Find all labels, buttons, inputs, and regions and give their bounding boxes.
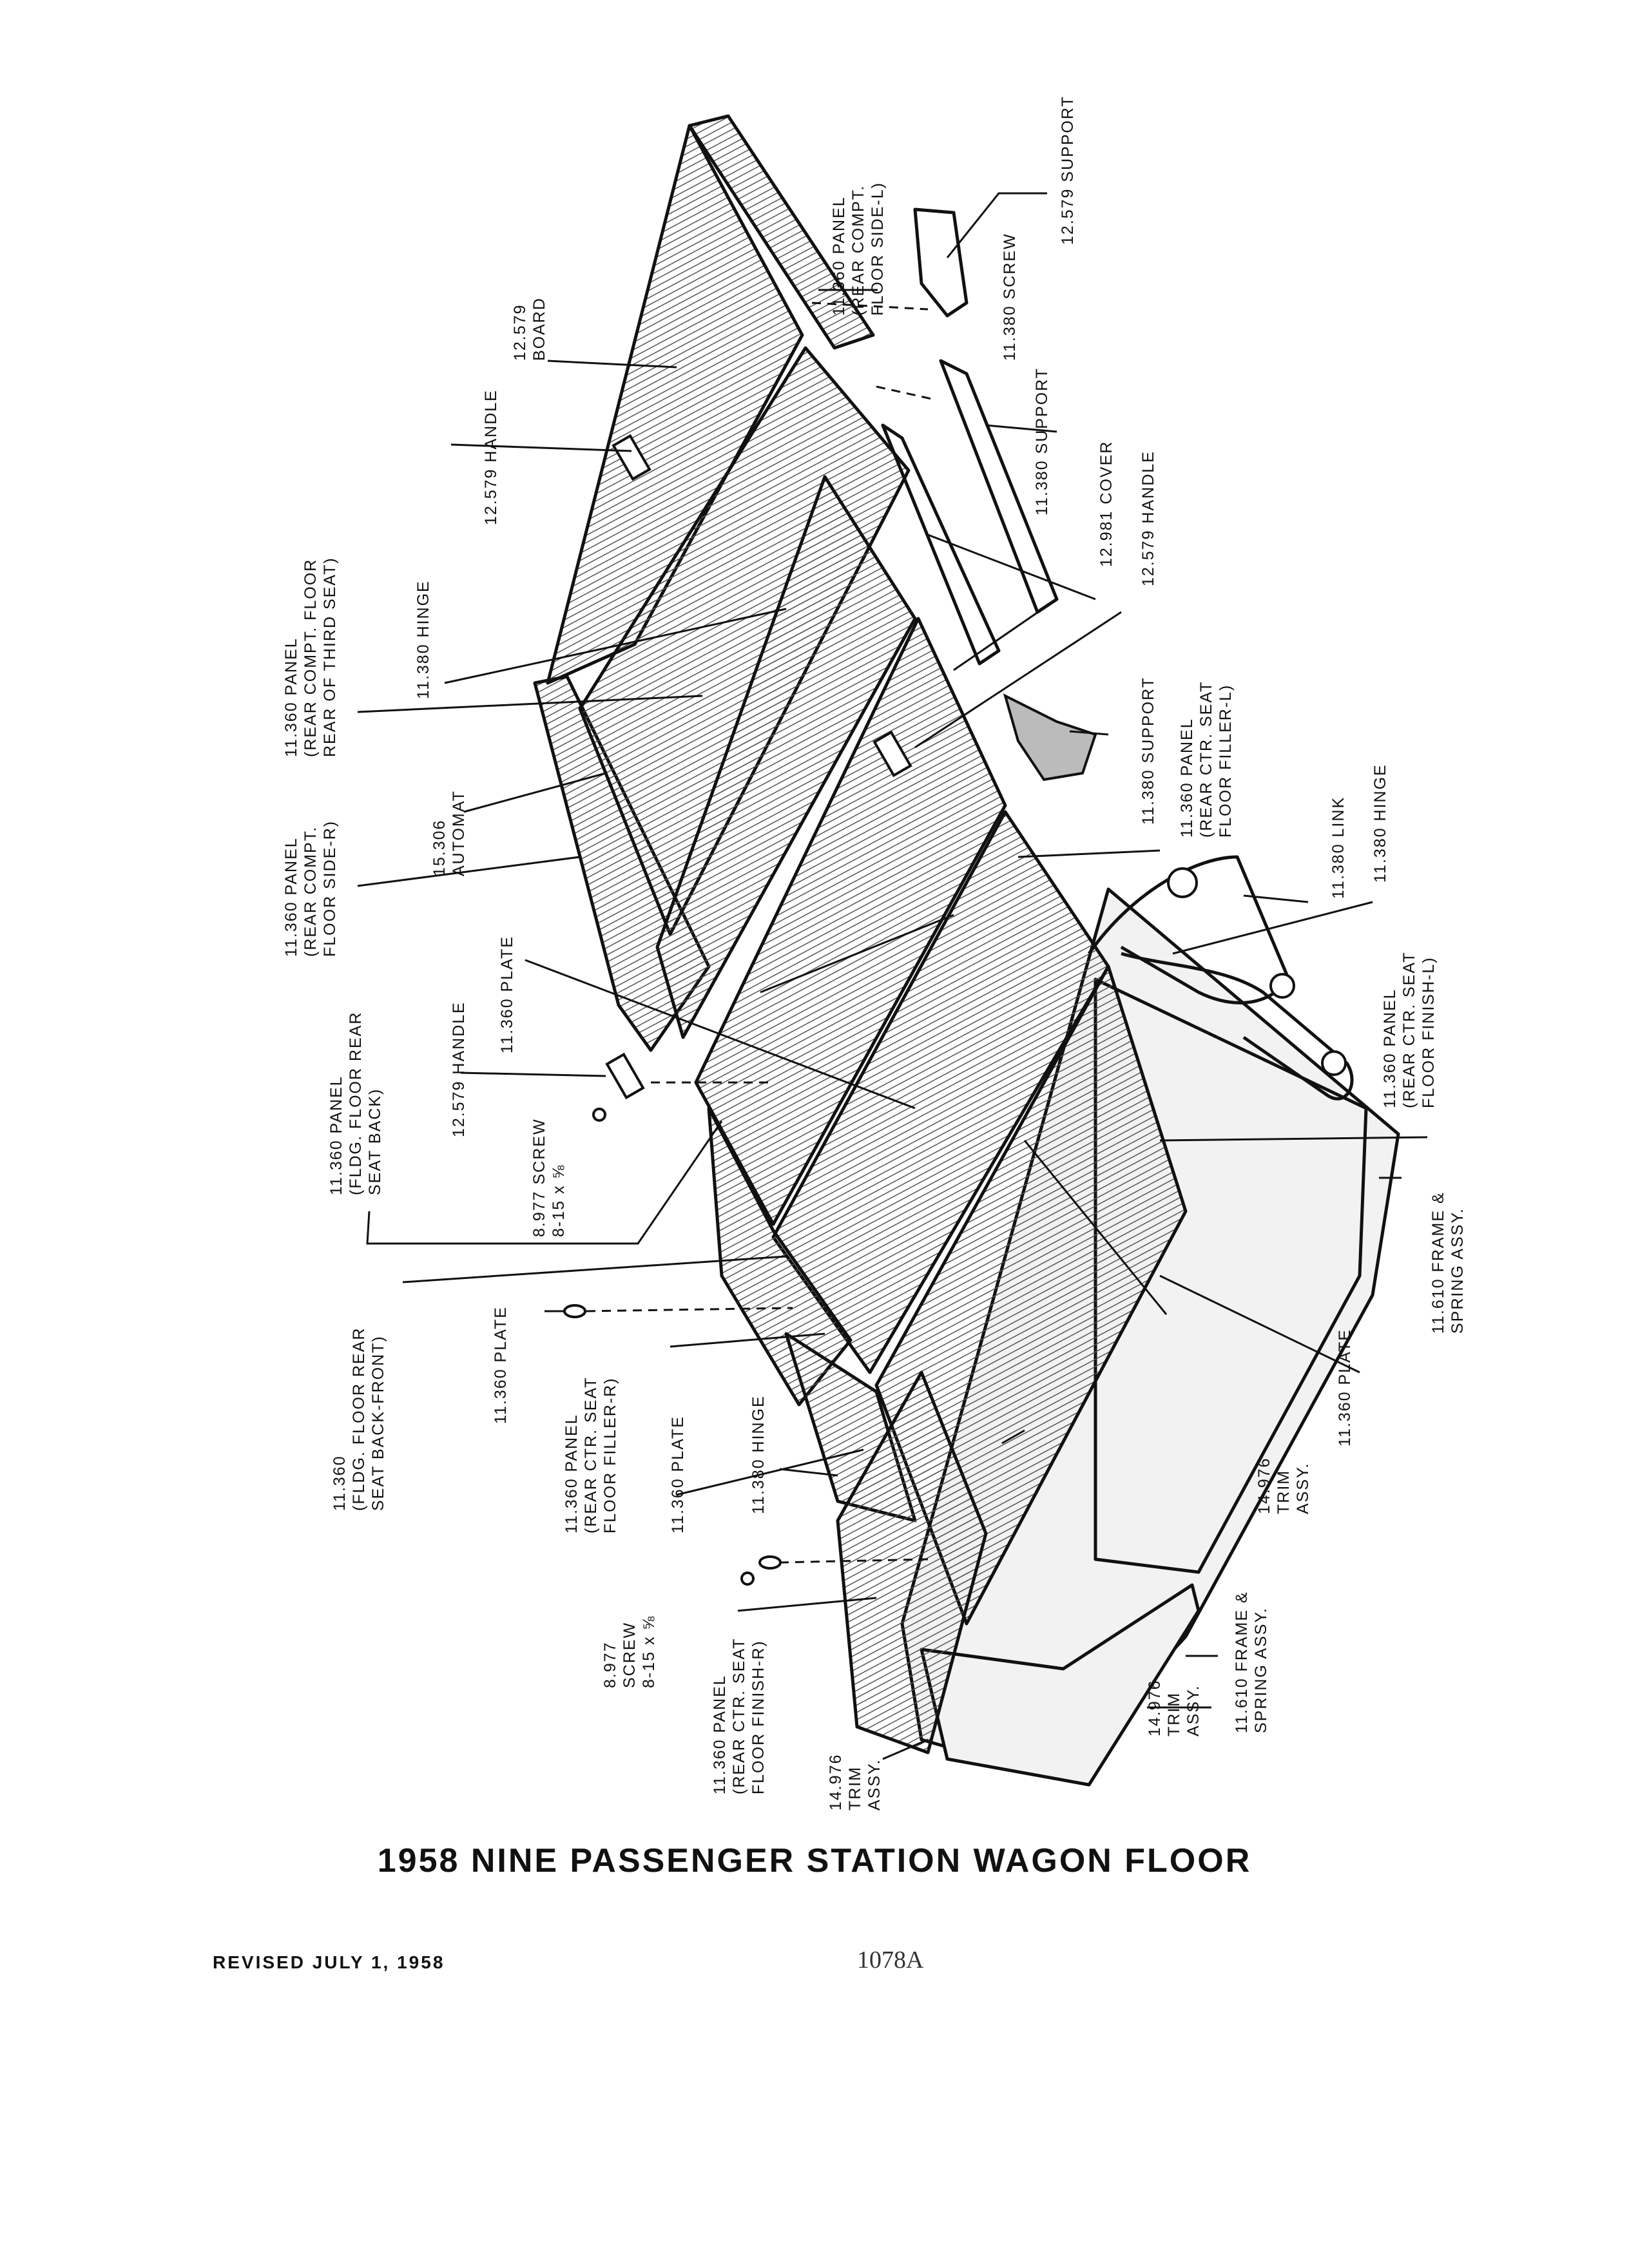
- svg-text:12.579 HANDLE: 12.579 HANDLE: [482, 389, 500, 525]
- svg-text:15.306 AUTOMAT: 15.306 AUTOMAT: [430, 790, 468, 876]
- callout-8977-screw-upper: 8.977 SCREW 8-15 x ⅝: [530, 1112, 568, 1237]
- callout-labels: 12.579 SUPPORT 11.360 PANEL (REAR COMPT.…: [282, 95, 1467, 1811]
- svg-text:11.360 PLATE: 11.360 PLATE: [669, 1416, 687, 1533]
- svg-text:11.360 PLATE: 11.360 PLATE: [498, 936, 516, 1053]
- floor-assembly-drawing: [533, 114, 1400, 1787]
- callout-8977-screw-lower: 8.977 SCREW 8-15 x ⅝: [601, 1615, 658, 1688]
- svg-text:8.977 SCREW 8-15 x ⅝: 8.977 SCREW 8-15 x ⅝: [530, 1112, 568, 1237]
- svg-text:14.976 TRIM AS: 14.976 TRIM ASSY.: [1146, 1674, 1202, 1736]
- callout-panel-fldg-floor-rear-seat-back: 11.360 PANEL (FLDG. FLOOR REAR SEAT BACK…: [327, 1006, 384, 1195]
- support-bracket-top: [913, 207, 969, 318]
- svg-text:11.380 SCREW: 11.380 SCREW: [1001, 233, 1019, 361]
- callout-15306-automat: 15.306 AUTOMAT: [430, 790, 468, 876]
- svg-text:11.360 PANEL (REAR CTR: 11.360 PANEL (REAR CTR. SEAT FLOOR FINIS…: [1381, 946, 1438, 1108]
- callout-panel-rear-ctr-seat-filler-r: 11.360 PANEL (REAR CTR. SEAT FLOOR FILLE…: [563, 1371, 619, 1533]
- page-number: 1078A: [857, 1946, 924, 1974]
- callout-12579-support: 12.579 SUPPORT: [1059, 95, 1077, 245]
- hinge-link-arm-lower: [1121, 952, 1354, 1100]
- trim-assy-lower: [920, 1583, 1200, 1787]
- callout-14976-trim-assy-lower-left: 14.976 TRIM ASSY.: [827, 1748, 883, 1811]
- callout-14976-trim-assy-center: 14.976 TRIM ASSY.: [1255, 1452, 1312, 1514]
- leader-lines: [357, 192, 1428, 1760]
- svg-text:14.976 TRIM AS: 14.976 TRIM ASSY.: [827, 1748, 883, 1811]
- svg-text:8.977 SCREW 8-: 8.977 SCREW 8-15 x ⅝: [601, 1615, 658, 1688]
- callout-12981-cover: 12.981 COVER: [1097, 441, 1115, 567]
- callout-11380-screw: 11.380 SCREW: [1001, 233, 1019, 361]
- callout-11380-hinge-upper: 11.380 HINGE: [414, 580, 432, 699]
- svg-text:11.380 SUPPORT: 11.380 SUPPORT: [1033, 367, 1051, 515]
- revision-date: REVISED JULY 1, 1958: [213, 1952, 445, 1972]
- callout-panel-rear-compt-floor-side-r: 11.360 PANEL (REAR COMPT. FLOOR SIDE-R): [282, 820, 339, 957]
- svg-text:12.579 HANDLE: 12.579 HANDLE: [450, 1001, 468, 1137]
- callout-14976-trim-assy-lower-right: 14.976 TRIM ASSY.: [1146, 1674, 1202, 1736]
- callout-11380-support-upper: 11.380 SUPPORT: [1033, 367, 1051, 515]
- hinge-pivot-1: [1167, 867, 1198, 898]
- hinge-pivot-3: [1321, 1050, 1347, 1076]
- callout-panel-rear-ctr-seat-finish-l: 11.360 PANEL (REAR CTR. SEAT FLOOR FINIS…: [1381, 946, 1438, 1108]
- callout-11380-support-lower: 11.380 SUPPORT: [1139, 677, 1157, 825]
- svg-text:11.360 PANEL (REAR CTR: 11.360 PANEL (REAR CTR. SEAT FLOOR FINIS…: [711, 1632, 767, 1794]
- callout-12579-handle-floor: 12.579 HANDLE: [1139, 450, 1157, 586]
- svg-text:11.380 HINGE: 11.380 HINGE: [1371, 764, 1389, 883]
- callout-12579-handle-seat-back: 12.579 HANDLE: [450, 1001, 468, 1137]
- svg-text:11.360 PANEL (REAR COM: 11.360 PANEL (REAR COMPT. FLOOR REAR OF …: [282, 553, 339, 757]
- diagram-title: 1958 NINE PASSENGER STATION WAGON FLOOR: [377, 1842, 1252, 1879]
- svg-text:14.976 TRIM AS: 14.976 TRIM ASSY.: [1255, 1452, 1312, 1514]
- svg-text:11.360 PANEL (FLDG. FL: 11.360 PANEL (FLDG. FLOOR REAR SEAT BACK…: [327, 1006, 384, 1195]
- svg-text:11.360 PANEL (REAR CTR: 11.360 PANEL (REAR CTR. SEAT FLOOR FILLE…: [1178, 675, 1235, 838]
- svg-text:11.360 PANEL (REAR COM: 11.360 PANEL (REAR COMPT. FLOOR SIDE-R): [282, 820, 339, 957]
- plate-marker-1: [563, 1304, 586, 1318]
- svg-text:12.579 BOARD: 12.579 BOARD: [511, 297, 548, 361]
- callout-12579-board: 12.579 BOARD: [511, 297, 548, 361]
- callout-panel-rear-of-third-seat: 11.360 PANEL (REAR COMPT. FLOOR REAR OF …: [282, 553, 339, 757]
- svg-text:11.360 PANEL (REAR COM: 11.360 PANEL (REAR COMPT. FLOOR SIDE-L): [830, 179, 887, 316]
- callout-11610-frame-spring-lower: 11.610 FRAME & SPRING ASSY.: [1233, 1585, 1270, 1733]
- callout-11380-hinge-right: 11.380 HINGE: [1371, 764, 1389, 883]
- svg-text:11.360 (FLDG. FLOOR RE: 11.360 (FLDG. FLOOR REAR SEAT BACK-FRONT…: [331, 1321, 387, 1511]
- svg-text:12.579 SUPPORT: 12.579 SUPPORT: [1059, 95, 1077, 245]
- callout-panel-rear-compt-floor-side-l: 11.360 PANEL (REAR COMPT. FLOOR SIDE-L): [830, 179, 887, 316]
- folding-floor-rear-seat-back: [694, 617, 1007, 1226]
- svg-text:11.360 PLATE: 11.360 PLATE: [492, 1306, 510, 1424]
- callout-11380-hinge-lower: 11.380 HINGE: [749, 1395, 767, 1514]
- frame-spring-assy-center: [1094, 977, 1368, 1574]
- hinge-link-arm: [1087, 855, 1291, 1004]
- callout-11360-plate-mid-left: 11.360 PLATE: [492, 1306, 510, 1424]
- callout-panel-rear-ctr-seat-filler-l: 11.360 PANEL (REAR CTR. SEAT FLOOR FILLE…: [1178, 675, 1235, 838]
- callout-12579-handle-board: 12.579 HANDLE: [482, 389, 500, 525]
- plate-marker-2: [758, 1555, 782, 1570]
- svg-text:12.981 COVER: 12.981 COVER: [1097, 441, 1115, 567]
- callout-11610-frame-spring-right: 11.610 FRAME & SPRING ASSY.: [1429, 1186, 1467, 1334]
- support-bar-2: [881, 423, 1001, 666]
- callout-fldg-floor-rear-seat-back-front: 11.360 (FLDG. FLOOR REAR SEAT BACK-FRONT…: [331, 1321, 387, 1511]
- svg-text:11.610 FRAME & SPRING: 11.610 FRAME & SPRING ASSY.: [1233, 1585, 1270, 1733]
- screw-marker-1: [592, 1108, 606, 1122]
- callout-11360-plate-upper: 11.360 PLATE: [498, 936, 516, 1053]
- svg-text:12.579 HANDLE: 12.579 HANDLE: [1139, 450, 1157, 586]
- callout-11380-link: 11.380 LINK: [1329, 796, 1347, 899]
- svg-text:11.380 HINGE: 11.380 HINGE: [749, 1395, 767, 1514]
- hinge-pivot-2: [1269, 973, 1295, 999]
- support-pad: [1003, 693, 1097, 782]
- handle-recess-seat-back: [605, 1052, 645, 1100]
- svg-text:11.610 FRAME & SPRING: 11.610 FRAME & SPRING ASSY.: [1429, 1186, 1467, 1334]
- svg-text:11.360 PLATE: 11.360 PLATE: [1336, 1329, 1354, 1446]
- callout-panel-rear-ctr-seat-finish-r: 11.360 PANEL (REAR CTR. SEAT FLOOR FINIS…: [711, 1632, 767, 1794]
- rear-center-seat-floor-finish-right: [836, 1370, 988, 1754]
- svg-text:11.380 SUPPORT: 11.380 SUPPORT: [1139, 677, 1157, 825]
- callout-11360-plate-right: 11.360 PLATE: [1336, 1329, 1354, 1446]
- rear-center-seat-floor-filler-left: [771, 810, 1110, 1374]
- svg-text:11.380 LINK: 11.380 LINK: [1329, 796, 1347, 899]
- screw-marker-2: [740, 1571, 755, 1586]
- svg-text:11.360 PANEL (REAR CTR: 11.360 PANEL (REAR CTR. SEAT FLOOR FILLE…: [563, 1371, 619, 1533]
- handle-recess-floor: [872, 730, 912, 778]
- third-seat-floor-panel: [655, 475, 917, 1039]
- svg-text:11.380 HINGE: 11.380 HINGE: [414, 580, 432, 699]
- handle-recess-board: [612, 434, 651, 481]
- callout-11360-plate-lower: 11.360 PLATE: [669, 1416, 687, 1533]
